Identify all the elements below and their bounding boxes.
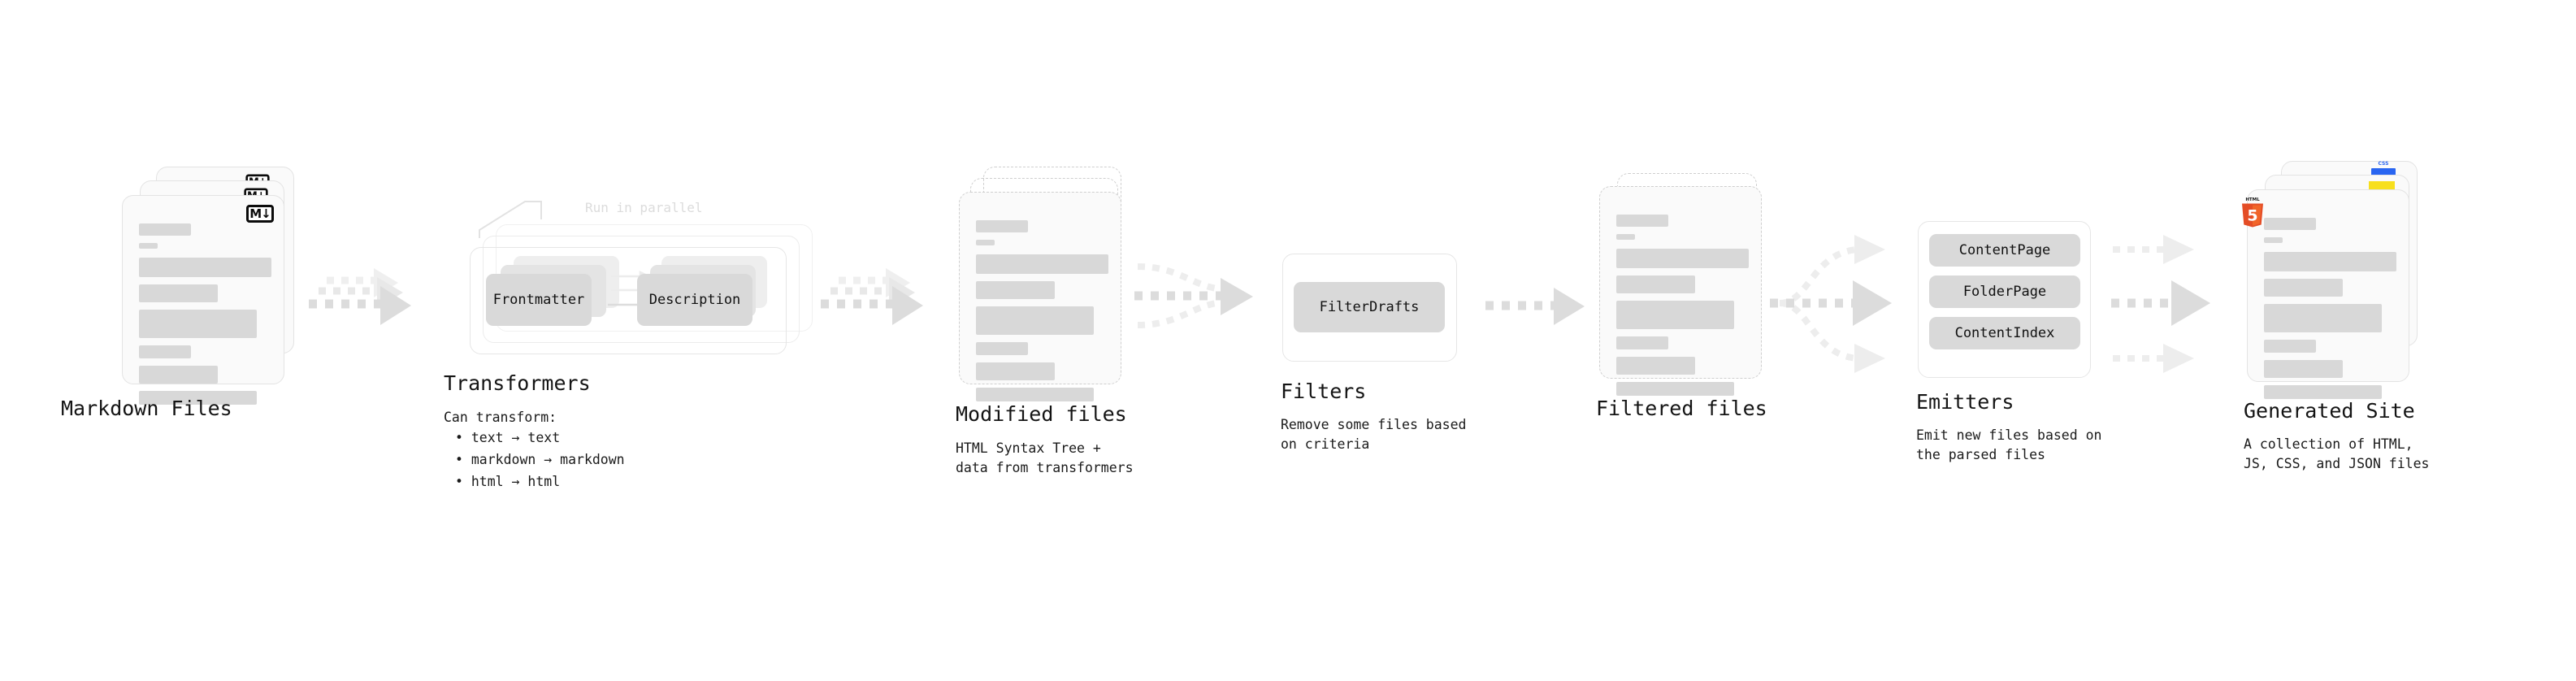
generated-card-front: HTML 5 <box>2242 189 2409 399</box>
run-in-parallel-label: Run in parallel <box>585 200 703 215</box>
svg-text:5: 5 <box>2247 207 2257 225</box>
filter-node-filterdrafts[interactable]: FilterDrafts <box>1294 282 1445 332</box>
transformer-node-description-label: Description <box>648 292 741 308</box>
filtered-file-stack <box>1599 173 1786 396</box>
filtered-card-placeholder-lines <box>1616 215 1749 403</box>
connector-md-to-transformers <box>309 268 411 325</box>
emitter-node-contentindex-label: ContentIndex <box>1954 325 2055 341</box>
caption-transformers: Transformers <box>444 371 591 395</box>
caption-filtered-files: Filtered files <box>1596 397 1767 420</box>
emitter-node-contentpage-label: ContentPage <box>1958 242 2051 258</box>
modified-files-description: HTML Syntax Tree + data from transformer… <box>956 440 1134 475</box>
emitter-node-folderpage-label: FolderPage <box>1962 284 2047 300</box>
markdown-card-placeholder-lines <box>139 223 271 412</box>
generated-site-stack: CSS HTML 5 <box>2242 161 2442 399</box>
emitters-description: Emit new files based on the parsed files <box>1916 427 2102 462</box>
emitter-node-contentindex[interactable]: ContentIndex <box>1929 317 2080 349</box>
stage-generated-site: CSS HTML 5 <box>2242 161 2442 471</box>
caption-markdown-files: Markdown Files <box>61 397 232 420</box>
transformer-node-frontmatter[interactable]: Frontmatter <box>486 274 592 326</box>
generated-site-description: A collection of HTML, JS, CSS, and JSON … <box>2244 436 2430 471</box>
modified-card-placeholder-lines <box>976 220 1108 409</box>
markdown-badge-front: M↓ <box>246 205 274 223</box>
run-in-parallel-bracket <box>479 201 542 238</box>
transformer-node-frontmatter-label: Frontmatter <box>492 292 585 308</box>
svg-text:HTML: HTML <box>2245 197 2260 202</box>
transformers-description: Can transform: <box>444 410 557 425</box>
connector-filtered-to-emitters <box>1770 235 1892 373</box>
connector-filters-to-filtered <box>1485 288 1585 325</box>
transformers-bullet-1: • text → text <box>455 430 561 445</box>
caption-generated-site: Generated Site <box>2244 399 2415 423</box>
stage-filtered-files: Filtered files <box>1596 173 1786 420</box>
transformers-group-back-1 <box>483 236 800 343</box>
transformers-bullet-3: • html → html <box>455 474 561 489</box>
emitter-node-contentpage[interactable]: ContentPage <box>1929 234 2080 267</box>
filter-node-filterdrafts-label: FilterDrafts <box>1319 299 1420 315</box>
transformers-group-front <box>470 247 787 354</box>
connector-modified-to-filters <box>1134 263 1253 328</box>
modified-card-front <box>959 192 1121 401</box>
filtered-card-front <box>1599 186 1762 396</box>
caption-filters: Filters <box>1281 380 1367 403</box>
generated-card-placeholder-lines <box>2264 218 2396 406</box>
modified-file-stack <box>959 167 1146 401</box>
connector-transformers-to-modified <box>821 268 923 325</box>
html5-icon: HTML 5 <box>2242 197 2263 228</box>
transformer-node-description[interactable]: Description <box>637 274 752 326</box>
css3-badge: CSS <box>2371 161 2396 176</box>
markdown-card-front: M↓ <box>122 195 284 405</box>
emitter-node-folderpage[interactable]: FolderPage <box>1929 275 2080 308</box>
filters-description: Remove some files based on criteria <box>1281 417 1467 452</box>
caption-modified-files: Modified files <box>956 402 1127 426</box>
css3-badge-label: CSS <box>2378 161 2389 167</box>
transformers-bullet-2: • markdown → markdown <box>455 452 625 467</box>
stage-markdown-files: M↓ M↓ M↓ Markdown Files <box>61 167 309 420</box>
caption-emitters: Emitters <box>1916 390 2014 414</box>
connector-emitters-to-site <box>2111 235 2210 373</box>
stage-modified-files: Modified files HTML Syntax Tree + data f… <box>956 167 1146 475</box>
markdown-file-stack: M↓ M↓ M↓ <box>122 167 309 405</box>
